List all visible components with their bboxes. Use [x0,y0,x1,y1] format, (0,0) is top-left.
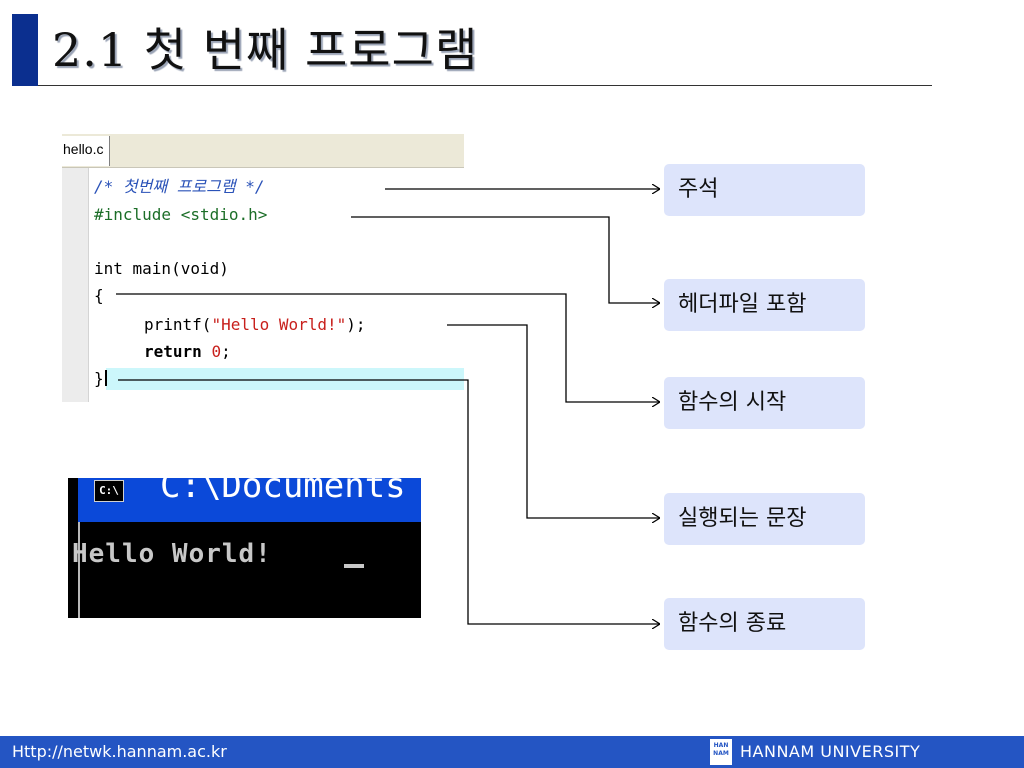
footer-bar: Http://netwk.hannam.ac.kr HAN NAM HANNAM… [0,736,1024,768]
title-underline [38,85,932,86]
code-return-value: 0 [211,342,222,361]
code-line-open-brace: { [94,286,104,305]
callout-statement: 실행되는 문장 [664,493,865,545]
console-window: C:\ C:\Documents Hello World! [68,478,421,618]
console-title-bar: C:\ C:\Documents [78,478,421,522]
current-line-highlight [106,368,464,390]
code-printf-end: ); [346,315,366,334]
code-line-comment: /* 첫번째 프로그램 */ [94,177,265,196]
title-accent-bar [12,14,38,86]
editor-tab-bar: hello.c [62,134,464,168]
callout-function-start: 함수의 시작 [664,377,865,429]
university-logo-icon: HAN NAM [710,739,732,765]
editor-gutter [62,168,89,402]
code-close-brace: } [94,369,104,388]
code-line-include: #include <stdio.h> [94,205,268,224]
slide-title: 2.1 첫 번째 프로그램 [52,23,479,77]
tab-hello-c[interactable]: hello.c [62,136,111,166]
code-line-main: int main(void) [94,259,229,278]
code-line-return: return 0; [144,341,231,363]
connector-statement [447,324,660,518]
console-icon: C:\ [94,480,124,502]
footer-university-name: HANNAM UNIVERSITY [740,742,921,761]
code-return-keyword: return [144,342,212,361]
console-frame-edge [78,522,80,618]
console-title: C:\Documents [160,478,406,506]
code-printf-call: printf( [144,315,212,334]
code-line-printf: printf("Hello World!"); [144,314,366,336]
text-caret [104,370,107,386]
console-output: Hello World! [72,539,272,569]
code-string-literal: "Hello World!" [211,315,347,334]
callout-header-include: 헤더파일 포함 [664,279,865,331]
code-line-close-brace: } [94,368,107,390]
callout-function-end: 함수의 종료 [664,598,865,650]
console-cursor [344,564,364,568]
code-editor: hello.c /* 첫번째 프로그램 */ #include <stdio.h… [62,134,464,402]
console-body [78,522,421,618]
code-return-end: ; [221,342,231,361]
callout-comment: 주석 [664,164,865,216]
footer-url-link[interactable]: Http://netwk.hannam.ac.kr [12,742,227,761]
